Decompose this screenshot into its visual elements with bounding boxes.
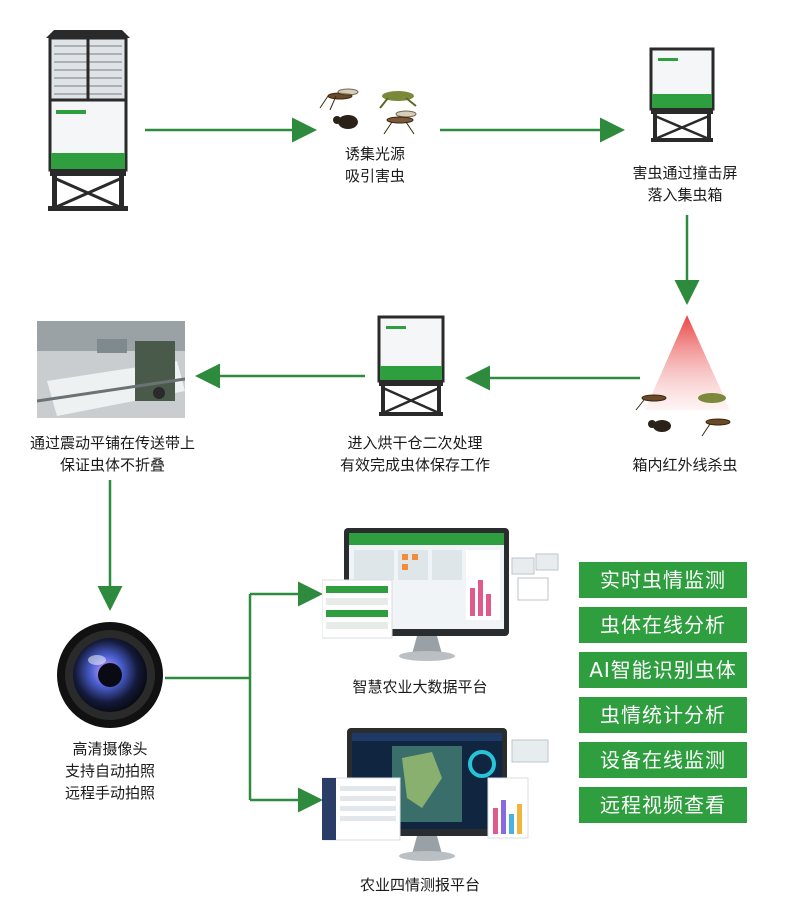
step-camera-line3: 远程手动拍照 [64, 784, 155, 802]
monitor-icon [322, 528, 559, 661]
conveyor-photo-icon [37, 321, 185, 418]
step-attract-line1: 诱集光源 [344, 145, 405, 163]
step-fall-line1: 害虫通过撞击屏 [632, 164, 738, 182]
step-dry-line2: 有效完成虫体保存工作 [339, 456, 490, 474]
step-camera-line1: 高清摄像头 [72, 740, 148, 758]
step-camera-line2: 支持自动拍照 [64, 762, 155, 780]
feature-ai-identification: AI智能识别虫体 [579, 652, 747, 688]
drying-box-icon [377, 315, 445, 416]
forecast-monitor-icon [322, 728, 549, 861]
connector-camera-branch [165, 594, 252, 800]
feature-online-analysis: 虫体在线分析 [579, 607, 747, 643]
forecast-platform-label: 农业四情测报平台 [359, 876, 480, 894]
collection-box-icon [649, 47, 715, 142]
feature-statistics: 虫情统计分析 [579, 697, 747, 733]
insects-icon [319, 88, 417, 135]
step-kill-line1: 箱内红外线杀虫 [632, 456, 738, 474]
feature-device-monitoring: 设备在线监测 [579, 742, 747, 778]
infrared-kill-icon [635, 315, 731, 437]
step-dry-line1: 进入烘干仓二次处理 [347, 434, 483, 452]
step-spread-line1: 通过震动平铺在传送带上 [29, 434, 195, 452]
step-fall-line2: 落入集虫箱 [647, 186, 723, 204]
step-attract-line2: 吸引害虫 [344, 167, 405, 185]
step-spread-line2: 保证虫体不折叠 [59, 456, 165, 474]
feature-realtime-monitoring: 实时虫情监测 [579, 562, 747, 598]
feature-remote-video: 远程视频查看 [579, 787, 747, 823]
insect-trap-device-icon [46, 30, 130, 211]
bigdata-platform-label: 智慧农业大数据平台 [352, 678, 488, 696]
camera-lens-icon [57, 622, 163, 728]
